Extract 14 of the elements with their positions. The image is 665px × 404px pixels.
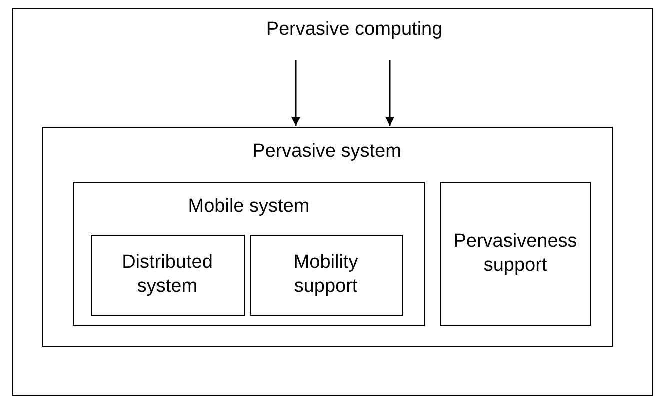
component-box [440,182,591,326]
box-title: Mobile system [187,195,311,219]
box-label: Distributed system [121,251,214,299]
component-box [90,234,244,316]
arrow [292,60,300,126]
box-title: Pervasive system [252,140,402,164]
container-box [73,182,425,326]
component-box [250,234,402,316]
container-box [42,126,612,346]
arrow [386,60,394,126]
box-frame [12,8,653,396]
heading-text: Pervasive computing [265,18,444,42]
box-label: Mobility support [292,251,360,299]
box-label: Pervasiveness support [452,230,578,278]
